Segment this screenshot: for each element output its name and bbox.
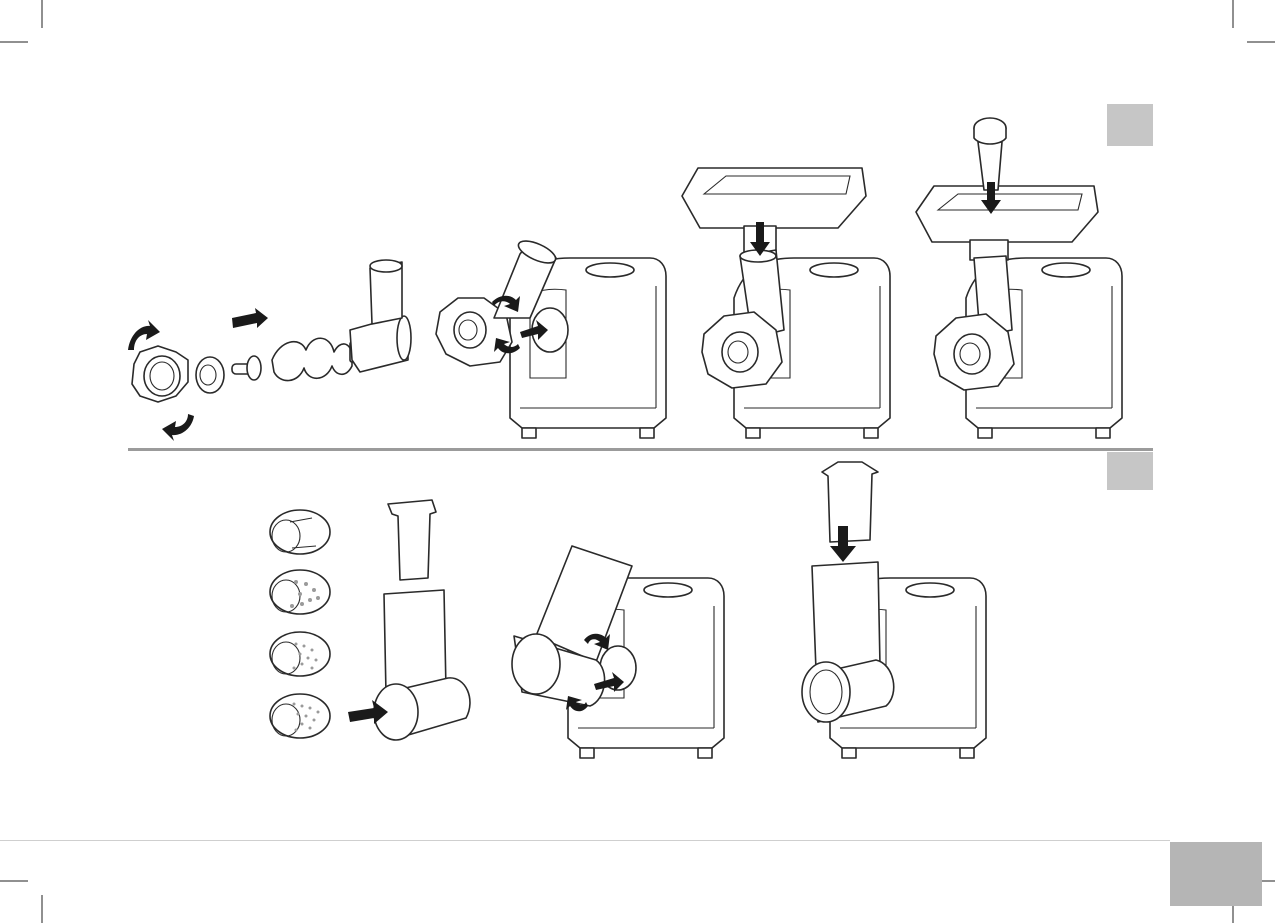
use-shredder-pusher — [802, 462, 986, 758]
insert-drum — [348, 500, 470, 740]
drum-medium — [270, 632, 330, 676]
drum-fine — [270, 694, 330, 738]
drum-slicer — [270, 510, 330, 554]
attach-shredder-head — [512, 546, 724, 758]
drum-coarse — [270, 570, 330, 614]
drum-options — [270, 510, 330, 738]
